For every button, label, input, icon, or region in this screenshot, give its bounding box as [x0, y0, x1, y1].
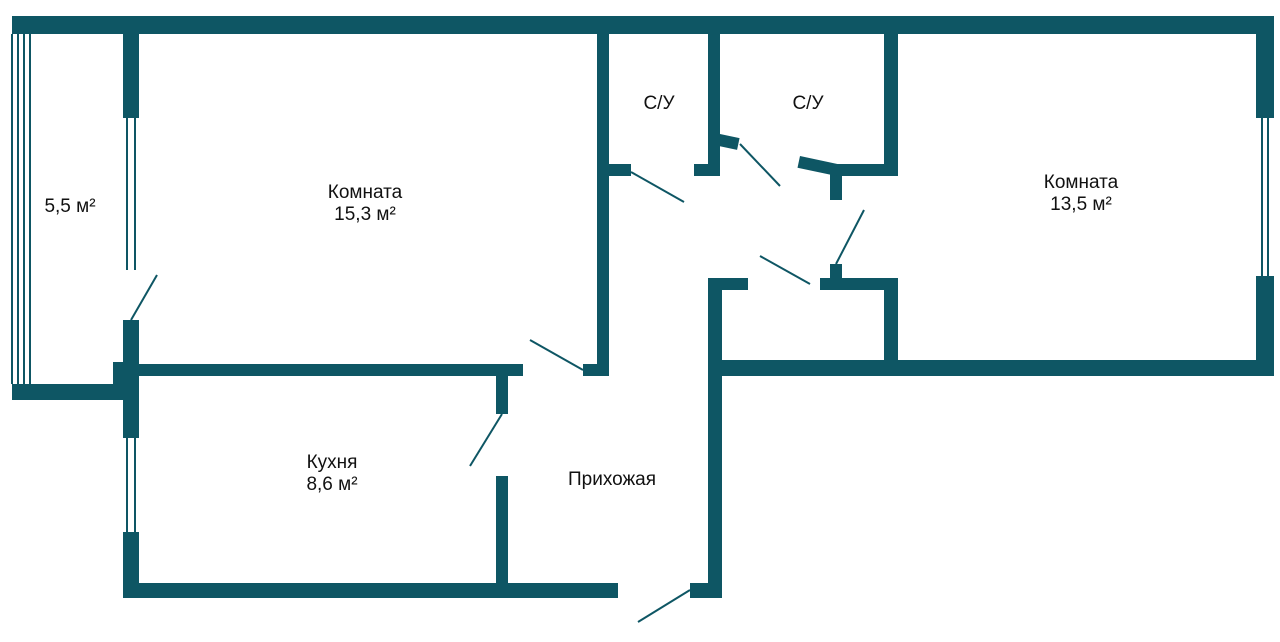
- window-balcony: [12, 34, 28, 384]
- window-kitchen: [123, 438, 139, 532]
- room-label-bathroom-1: С/У: [643, 93, 674, 115]
- room-label-hallway: Прихожая: [568, 469, 656, 491]
- wall-room-left-right: [597, 34, 609, 376]
- door-entrance: [637, 589, 691, 623]
- room-label-balcony: 5,5 м²: [44, 196, 95, 218]
- room-right-area: 13,5 м²: [1050, 194, 1112, 215]
- balcony-area: 5,5 м²: [44, 196, 96, 217]
- room-label-kitchen: Кухня 8,6 м²: [306, 452, 357, 496]
- room-label-room-right: Комната 13,5 м²: [1044, 172, 1118, 216]
- door-room-left: [529, 339, 584, 371]
- room-right-name: Комната: [1043, 172, 1119, 193]
- bathroom-2-name: С/У: [792, 93, 824, 114]
- door-bathroom-2: [739, 143, 781, 187]
- door-storage: [759, 255, 811, 285]
- wall-room-right-left: [884, 278, 898, 376]
- room-left-area: 15,3 м²: [334, 204, 396, 225]
- bathroom-1-name: С/У: [643, 93, 675, 114]
- wall-kitchen-bottom: [123, 583, 618, 598]
- window-right: [1256, 118, 1274, 276]
- room-label-bathroom-2: С/У: [792, 93, 823, 115]
- wall-balcony-bottom: [12, 384, 139, 400]
- wall-bathrooms-divider: [708, 34, 720, 176]
- kitchen-area: 8,6 м²: [306, 474, 358, 495]
- wall-right-bottom: [710, 360, 1274, 376]
- room-label-room-left: Комната 15,3 м²: [328, 182, 402, 226]
- wall-kitchen-top: [139, 364, 523, 376]
- wall-bathroom2-right: [884, 34, 898, 176]
- room-left-name: Комната: [327, 182, 403, 203]
- wall-kitchen-right: [496, 476, 508, 583]
- door-room-right: [835, 209, 865, 265]
- door-balcony: [130, 274, 158, 321]
- hallway-name: Прихожая: [567, 469, 657, 490]
- door-kitchen: [469, 413, 503, 467]
- wall-hallway-right: [708, 280, 722, 598]
- kitchen-name: Кухня: [306, 452, 358, 473]
- door-bathroom-1: [630, 171, 685, 203]
- wall-top: [12, 16, 1274, 34]
- window-room-left: [123, 118, 139, 270]
